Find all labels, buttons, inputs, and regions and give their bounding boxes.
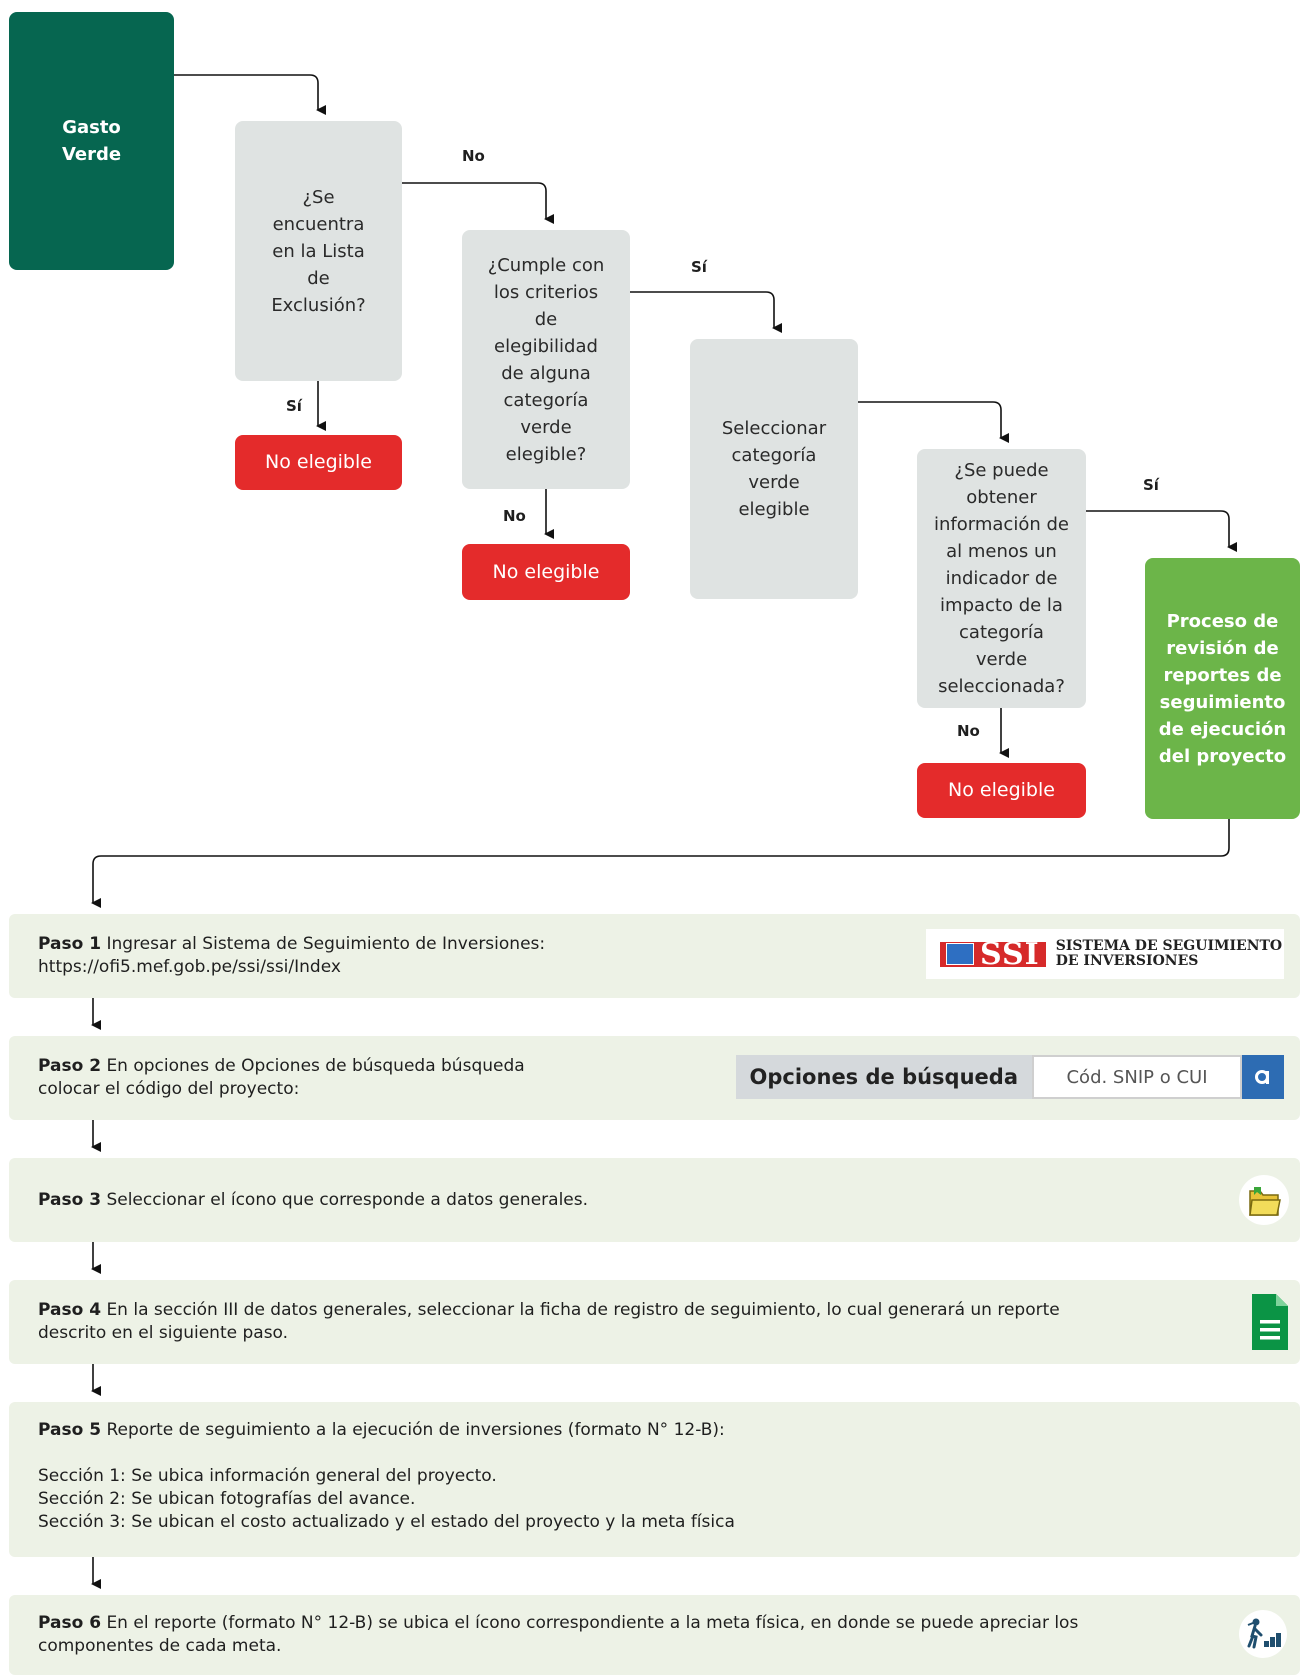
step-6-text: Paso 6 En el reporte (formato N° 12-B) s… (38, 1612, 1168, 1658)
edge-exclusion-no (402, 182, 554, 224)
process-review-reports: Proceso de revisión de reportes de segui… (1145, 558, 1300, 819)
step-5-section-1: Sección 1: Se ubica información general … (38, 1466, 497, 1486)
edge-select-impact (858, 401, 1009, 443)
calendar-icon (946, 943, 974, 965)
result-not-eligible-2: No elegible (462, 544, 630, 600)
ssi-logo: SSI SISTEMA DE SEGUIMIENTO DE INVERSIONE… (926, 929, 1284, 979)
step-1-desc: Ingresar al Sistema de Seguimiento de In… (106, 934, 546, 954)
step-4-desc: En la sección III de datos generales, se… (106, 1300, 1060, 1320)
not-eligible-label-3: No elegible (948, 779, 1055, 801)
step-5-desc: Reporte de seguimiento a la ejecución de… (106, 1420, 725, 1440)
step-3-desc: Seleccionar el ícono que corresponde a d… (106, 1189, 589, 1210)
ssi-name-line1: SISTEMA DE SEGUIMIENTO (1055, 938, 1283, 954)
meta-fisica-icon[interactable] (1238, 1609, 1288, 1659)
edge-criteria-yes (630, 291, 782, 333)
edge-impact-yes (1086, 510, 1237, 552)
decision-impact-text: ¿Se puede obtener información de al meno… (934, 460, 1069, 697)
decision-exclusion-text: ¿Se encuentra en la Lista de Exclusión? (271, 186, 366, 316)
step-6: Paso 6 En el reporte (formato N° 12-B) s… (9, 1595, 1300, 1675)
step-2-text: Paso 2 En opciones de Opciones de búsque… (38, 1055, 1168, 1101)
step-2-desc: En opciones de Opciones de búsqueda búsq… (106, 1056, 525, 1076)
step-2: Paso 2 En opciones de Opciones de búsque… (9, 1036, 1300, 1120)
step-5-section-3: Sección 3: Se ubican el costo actualizad… (38, 1512, 735, 1532)
start-label-line2: Verde (61, 144, 122, 165)
step-4-text: Paso 4 En la sección III de datos genera… (38, 1299, 1168, 1345)
step-6-label: Paso 6 (38, 1613, 102, 1633)
decision-criteria-text: ¿Cumple con los criterios de elegibilida… (487, 254, 605, 465)
step-4-label: Paso 4 (38, 1300, 102, 1320)
step-5-label: Paso 5 (38, 1420, 102, 1440)
folder-icon[interactable] (1238, 1174, 1290, 1226)
edge-label-impact-no: No (957, 722, 980, 740)
select-category-text: Seleccionar categoría verde elegible (721, 418, 827, 520)
edge-start-exclusion (174, 74, 326, 115)
process-select-category: Seleccionar categoría verde elegible (690, 339, 858, 599)
edge-label-exclusion-no: No (462, 147, 485, 165)
step-5-text: Paso 5 Reporte de seguimiento a la ejecu… (38, 1419, 1168, 1534)
review-process-text: Proceso de revisión de reportes de segui… (1158, 610, 1287, 767)
step-2-label: Paso 2 (38, 1056, 102, 1076)
decision-impact-indicator: ¿Se puede obtener información de al meno… (917, 449, 1086, 708)
search-label: Opciones de búsqueda (735, 1055, 1032, 1099)
search-input[interactable]: Cód. SNIP o CUI (1032, 1055, 1242, 1099)
not-eligible-label-2: No elegible (492, 560, 600, 583)
document-icon[interactable] (1250, 1292, 1290, 1352)
edge-label-criteria-yes: Sí (691, 258, 707, 276)
search-widget: Opciones de búsqueda Cód. SNIP o CUI (735, 1055, 1284, 1099)
step-1-url: https://ofi5.mef.gob.pe/ssi/ssi/Index (38, 957, 341, 977)
step-3-label: Paso 3 (38, 1189, 102, 1210)
decision-eligibility-criteria: ¿Cumple con los criterios de elegibilida… (462, 230, 630, 489)
step-6-desc: En el reporte (formato N° 12-B) se ubica… (106, 1613, 1079, 1633)
edge-label-impact-yes: Sí (1143, 476, 1159, 494)
not-eligible-label-1: No elegible (265, 451, 372, 473)
result-not-eligible-1: No elegible (235, 435, 402, 490)
edge-label-exclusion-yes: Sí (286, 397, 302, 415)
step-6-desc-2: componentes de cada meta. (38, 1636, 282, 1656)
step-2-desc-2: colocar el código del proyecto: (38, 1079, 300, 1099)
ssi-badge-text: SSI (980, 936, 1040, 972)
search-button[interactable] (1242, 1055, 1284, 1099)
ssi-name: SISTEMA DE SEGUIMIENTO DE INVERSIONES (1056, 939, 1282, 969)
start-label-line1: Gasto (62, 117, 121, 138)
step-1-text: Paso 1 Ingresar al Sistema de Seguimient… (38, 933, 1168, 979)
step-4-desc-2: descrito en el siguiente paso. (38, 1323, 289, 1343)
ssi-badge: SSI (940, 936, 1046, 972)
result-not-eligible-3: No elegible (917, 763, 1086, 818)
step-1: Paso 1 Ingresar al Sistema de Seguimient… (9, 914, 1300, 998)
edge-review-step1 (91, 819, 1230, 908)
decision-exclusion-list: ¿Se encuentra en la Lista de Exclusión? (235, 121, 402, 381)
step-1-label: Paso 1 (38, 934, 102, 954)
step-3-text: Paso 3 Seleccionar el ícono que correspo… (38, 1189, 1168, 1212)
start-node-gasto-verde: Gasto Verde (9, 12, 174, 270)
ssi-name-line2: DE INVERSIONES (1055, 953, 1199, 969)
search-icon (1255, 1070, 1269, 1084)
step-3: Paso 3 Seleccionar el ícono que correspo… (9, 1158, 1300, 1242)
step-5: Paso 5 Reporte de seguimiento a la ejecu… (9, 1402, 1300, 1557)
step-4: Paso 4 En la sección III de datos genera… (9, 1280, 1300, 1364)
step-5-section-2: Sección 2: Se ubican fotografías del ava… (38, 1489, 416, 1509)
edge-label-criteria-no: No (503, 507, 526, 525)
